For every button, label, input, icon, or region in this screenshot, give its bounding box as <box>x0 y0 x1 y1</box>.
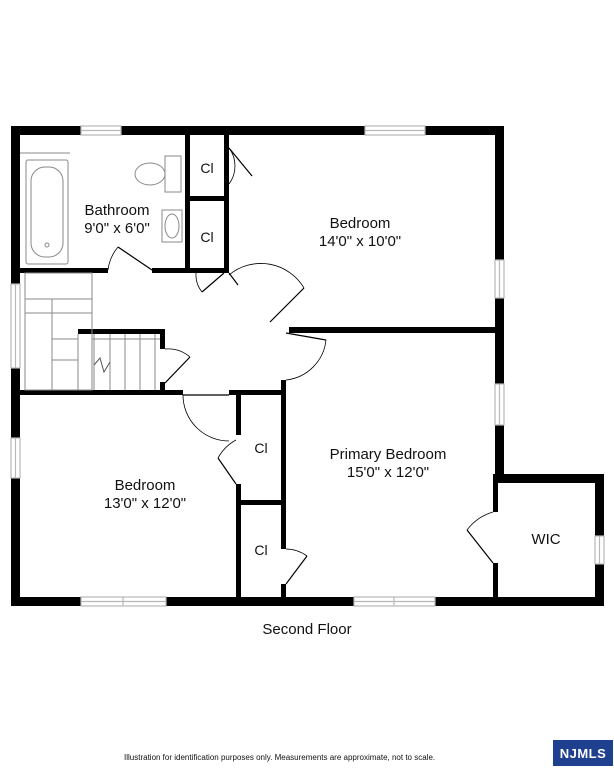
bedroom-sw-label: Bedroom 13'0" x 12'0" <box>70 477 220 513</box>
interior-walls <box>20 135 498 597</box>
room-dimensions: 9'0" x 6'0" <box>84 220 150 237</box>
bedroom-ne-label: Bedroom 14'0" x 10'0" <box>300 215 420 251</box>
sink-basin <box>164 213 180 239</box>
closet-3-label: Cl <box>254 440 268 456</box>
toilet-bowl <box>134 162 166 186</box>
staircase <box>24 272 160 391</box>
closet-4-label: Cl <box>254 542 268 558</box>
brand-logo: NJMLS <box>553 740 613 766</box>
room-name: Bedroom <box>114 477 176 494</box>
toilet-tank <box>164 155 182 193</box>
disclaimer-text: Illustration for identification purposes… <box>124 753 436 762</box>
windows <box>10 125 605 607</box>
doors <box>107 147 494 585</box>
exterior-walls <box>11 126 604 606</box>
closet-1-label: Cl <box>200 160 214 176</box>
bathroom-fixtures <box>20 152 183 265</box>
room-name: Bedroom <box>329 215 391 232</box>
room-name: Bathroom <box>84 202 150 219</box>
wic-label: WIC <box>531 531 561 548</box>
room-dimensions: 14'0" x 10'0" <box>318 233 402 250</box>
room-dimensions: 13'0" x 12'0" <box>103 495 187 512</box>
primary-bedroom-label: Primary Bedroom 15'0" x 12'0" <box>308 446 468 482</box>
closet-2-label: Cl <box>200 229 214 245</box>
bathroom-label: Bathroom 9'0" x 6'0" <box>72 202 162 238</box>
floor-label: Second Floor <box>262 621 352 638</box>
room-name: Primary Bedroom <box>329 446 447 463</box>
room-dimensions: 15'0" x 12'0" <box>346 464 430 481</box>
